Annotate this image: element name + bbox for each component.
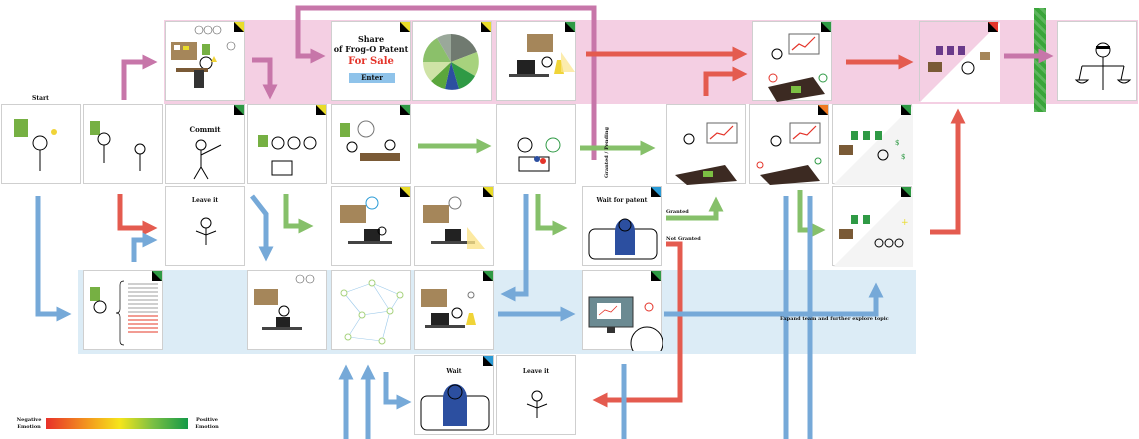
dice-bars-icon [90, 280, 158, 346]
panel-success-shares: + [832, 186, 913, 267]
panel-share-for-sale: Share of Frog-O Patent For Sale Enter [331, 21, 411, 101]
panel-office-network [247, 270, 327, 350]
share-subtitle: of Frog-O Patent [333, 44, 409, 54]
panel-dice-roll [83, 270, 163, 350]
panel-video-call [582, 270, 664, 360]
legend-positive-line2: Emotion [195, 424, 219, 430]
negotiate-scene-icon [756, 122, 822, 185]
panel-patent-office [496, 104, 576, 184]
growth-chart-icon [675, 122, 738, 185]
patent-office-icon [517, 137, 561, 172]
thief-scene-icon [920, 22, 1000, 102]
panel-negotiate [749, 104, 829, 185]
panel-start-idea [1, 104, 81, 184]
svg-text:$: $ [901, 153, 905, 161]
panel-info-desk [331, 186, 411, 266]
leave-it-label-2: Leave it [522, 368, 550, 375]
wait-label: Wait [446, 368, 462, 375]
investor-scene-icon [340, 120, 400, 161]
emotion-gradient-bar [46, 418, 188, 429]
success-shares-icon: + [833, 187, 913, 267]
pie-chart-icon [423, 34, 479, 90]
panel-desk-work [414, 186, 494, 266]
share-title: Share [357, 34, 385, 44]
panel-commit: Commit [165, 104, 245, 184]
network-graph-icon [340, 279, 404, 345]
justice-scale-icon [1074, 42, 1132, 90]
meeting-scene-icon [768, 33, 828, 102]
shrug-figure-icon-2 [526, 390, 548, 418]
panel-lab-2 [414, 270, 494, 350]
panel-research [247, 104, 327, 184]
panel-investor [331, 104, 411, 184]
panel-justice [1057, 21, 1137, 101]
panel-wait-for-patent: Wait for patent [582, 186, 662, 266]
lab-scene-icon-2 [421, 289, 476, 328]
svg-text:+: + [901, 218, 909, 228]
legend-negative-line2: Emotion [17, 424, 41, 430]
start-label: Start [32, 95, 49, 102]
idea-scene-icon [14, 119, 57, 171]
commit-figure-icon [193, 139, 222, 180]
legend-positive: Positive Emotion [192, 417, 222, 431]
panel-lab [496, 21, 576, 101]
research-scene-icon [258, 135, 317, 176]
panel-network [331, 270, 411, 350]
video-call-icon [588, 296, 664, 360]
decide-scene-icon [90, 121, 146, 171]
shrug-figure-icon [195, 217, 217, 245]
legend-negative: Negative Emotion [14, 417, 44, 431]
lab-scene-icon [509, 34, 575, 77]
panel-robbery [919, 21, 1000, 102]
panel-leave-it-2: Leave it [496, 355, 576, 435]
panel-wait: Wait [414, 355, 494, 435]
granted-label: Granted [666, 209, 689, 215]
leave-it-label-1: Leave it [191, 197, 219, 204]
not-granted-label: Not Granted [666, 236, 701, 242]
svg-text:$: $ [895, 139, 899, 147]
panel-office-pin [165, 21, 245, 101]
panel-pie-chart [412, 21, 492, 101]
panel-present-growth [666, 104, 746, 185]
wait-for-patent-label: Wait for patent [596, 197, 648, 204]
desk-work-icon [423, 196, 485, 249]
for-sale-label: For Sale [348, 56, 394, 67]
panel-decide [83, 104, 163, 184]
office-network-icon [254, 274, 315, 330]
sofa-wait-icon [588, 218, 658, 260]
sell-shares-icon: $$ [833, 105, 913, 185]
office-scene-icon [171, 25, 236, 88]
granted-pending-label: Granted / Pending [604, 126, 610, 178]
panel-sell-shares: $$ [832, 104, 913, 185]
info-desk-icon [340, 196, 392, 244]
legend-positive-line1: Positive [196, 417, 218, 423]
enter-button[interactable]: Enter [349, 73, 395, 83]
legend-negative-line1: Negative [16, 417, 42, 423]
sofa-wait-icon-2 [420, 384, 490, 431]
panel-leave-it-1: Leave it [165, 186, 245, 266]
commit-label: Commit [189, 125, 221, 134]
panel-board-meeting [752, 21, 832, 102]
expand-team-label: Expand team and further explore topic [780, 316, 889, 322]
